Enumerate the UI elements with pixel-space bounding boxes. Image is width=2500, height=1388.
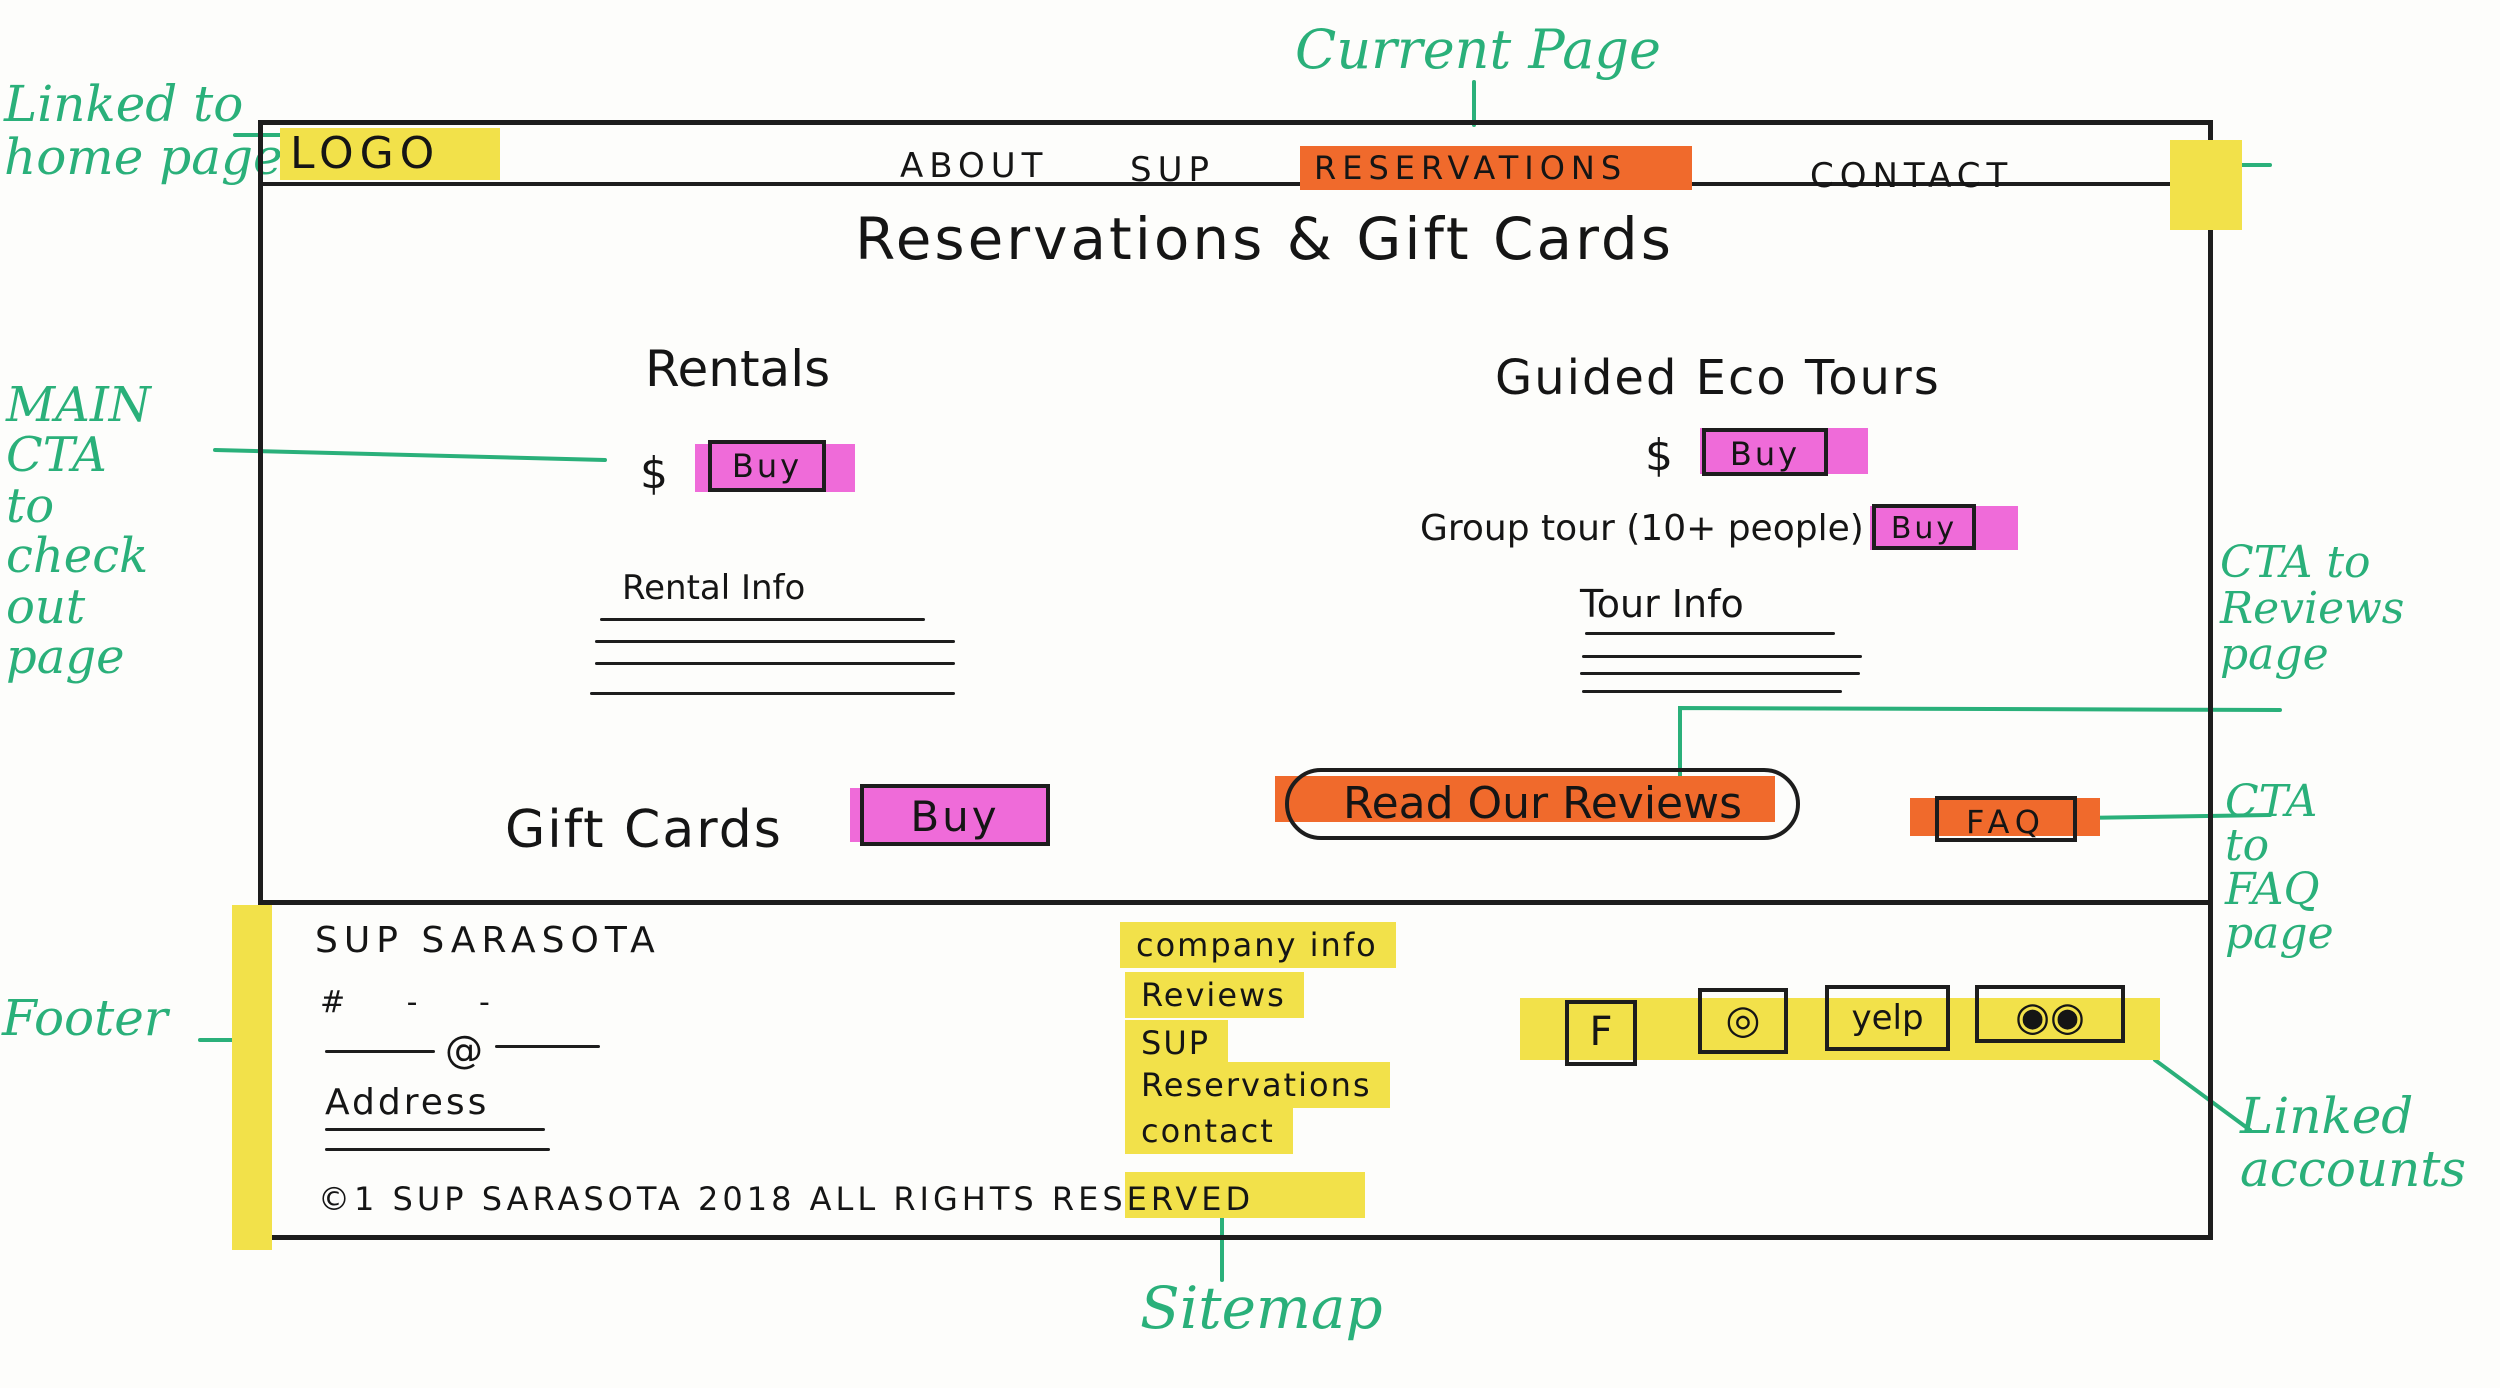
tours-buy-button[interactable]: Buy xyxy=(1702,428,1828,476)
rentals-buy-highlight xyxy=(695,444,855,492)
rental-info-line xyxy=(595,662,955,665)
rental-info-line xyxy=(600,618,925,621)
annotation-main-cta: MAIN CTA to check out page xyxy=(6,377,151,685)
connector-faq xyxy=(2078,813,2272,820)
tour-info-line xyxy=(1582,690,1842,693)
footer-company: SUP SARASOTA xyxy=(315,920,661,961)
nav-sup[interactable]: SUP xyxy=(1130,150,1215,190)
nav-about[interactable]: ABOUT xyxy=(900,146,1049,186)
connector-reviews xyxy=(1678,705,2282,787)
footer-email-line xyxy=(325,1050,435,1053)
sitemap-sup[interactable]: SUP xyxy=(1125,1020,1229,1066)
tour-info-line xyxy=(1585,632,1835,635)
rental-info-title: Rental Info xyxy=(622,568,806,608)
sitemap-contact[interactable]: contact xyxy=(1125,1108,1293,1154)
connector-main-cta xyxy=(213,448,607,462)
tours-buy-highlight xyxy=(1700,428,1868,474)
sitemap-reservations[interactable]: Reservations xyxy=(1125,1062,1390,1108)
logo[interactable]: LOGO xyxy=(280,128,500,180)
read-reviews-button[interactable]: Read Our Reviews xyxy=(1285,768,1800,840)
tour-info-line xyxy=(1582,655,1862,658)
instagram-icon[interactable]: ◎ xyxy=(1698,988,1788,1054)
facebook-icon[interactable]: F xyxy=(1565,1000,1637,1066)
sitemap-company-info[interactable]: company info xyxy=(1120,922,1396,968)
annotation-linked-accounts: Linked accounts xyxy=(2240,1087,2467,1198)
nav-reservations[interactable]: RESERVATIONS xyxy=(1300,146,1692,190)
gift-cards-buy-button[interactable]: Buy xyxy=(860,784,1050,846)
footer-left-highlight xyxy=(232,905,272,1250)
rentals-heading: Rentals xyxy=(645,340,831,398)
annotation-sitemap: Sitemap xyxy=(1140,1274,1383,1342)
tours-heading: Guided Eco Tours xyxy=(1495,350,1941,406)
faq-button[interactable]: FAQ xyxy=(1935,796,2077,842)
header-divider xyxy=(260,182,2210,186)
rental-info-line xyxy=(595,640,955,643)
footer-address-line xyxy=(325,1128,545,1131)
annotation-current-page: Current Page xyxy=(1295,18,1661,81)
rental-info-line xyxy=(590,692,955,695)
footer-divider xyxy=(260,900,2210,905)
page-title: Reservations & Gift Cards xyxy=(855,205,1674,273)
tour-info-title: Tour Info xyxy=(1580,582,1744,626)
footer-phone: # - - xyxy=(320,985,516,1020)
rentals-price: $ xyxy=(640,448,668,499)
group-tour-buy-button[interactable]: Buy xyxy=(1872,504,1976,550)
tour-info-line xyxy=(1580,672,1860,675)
footer-address: Address xyxy=(325,1082,490,1123)
connector-social xyxy=(2153,1058,2252,1132)
footer-address-line xyxy=(325,1148,550,1151)
tripadvisor-icon[interactable]: ◉◉ xyxy=(1975,985,2125,1043)
copyright-highlight xyxy=(1125,1172,1365,1218)
gift-cards-label: Gift Cards xyxy=(505,800,783,860)
annotation-footer: Footer xyxy=(2,989,168,1047)
group-tour-label: Group tour (10+ people) xyxy=(1420,508,1864,549)
rentals-buy-button[interactable]: Buy xyxy=(708,440,826,492)
footer-email: @ xyxy=(445,1028,483,1072)
gift-cards-buy-highlight xyxy=(850,788,1050,842)
annotation-linked-home: Linked to home page xyxy=(4,75,283,186)
tours-price: $ xyxy=(1645,430,1673,481)
footer-copyright: ©1 SUP SARASOTA 2018 ALL RIGHTS RESERVED xyxy=(318,1180,1255,1218)
nav-contact[interactable]: CONTACT xyxy=(1810,156,2014,196)
yelp-icon[interactable]: yelp xyxy=(1825,985,1950,1051)
wireframe-frame xyxy=(258,120,2213,1240)
reviews-button-highlight xyxy=(1275,776,1775,822)
sitemap-reviews[interactable]: Reviews xyxy=(1125,972,1304,1018)
header-right-highlight xyxy=(2170,140,2242,230)
faq-button-highlight xyxy=(1910,798,2100,836)
group-tour-buy-highlight xyxy=(1870,506,2018,550)
footer-email-line xyxy=(495,1045,600,1048)
annotation-reviews-cta: CTA to Reviews page xyxy=(2220,537,2405,681)
annotation-faq-cta: CTA to FAQ page xyxy=(2225,776,2334,959)
